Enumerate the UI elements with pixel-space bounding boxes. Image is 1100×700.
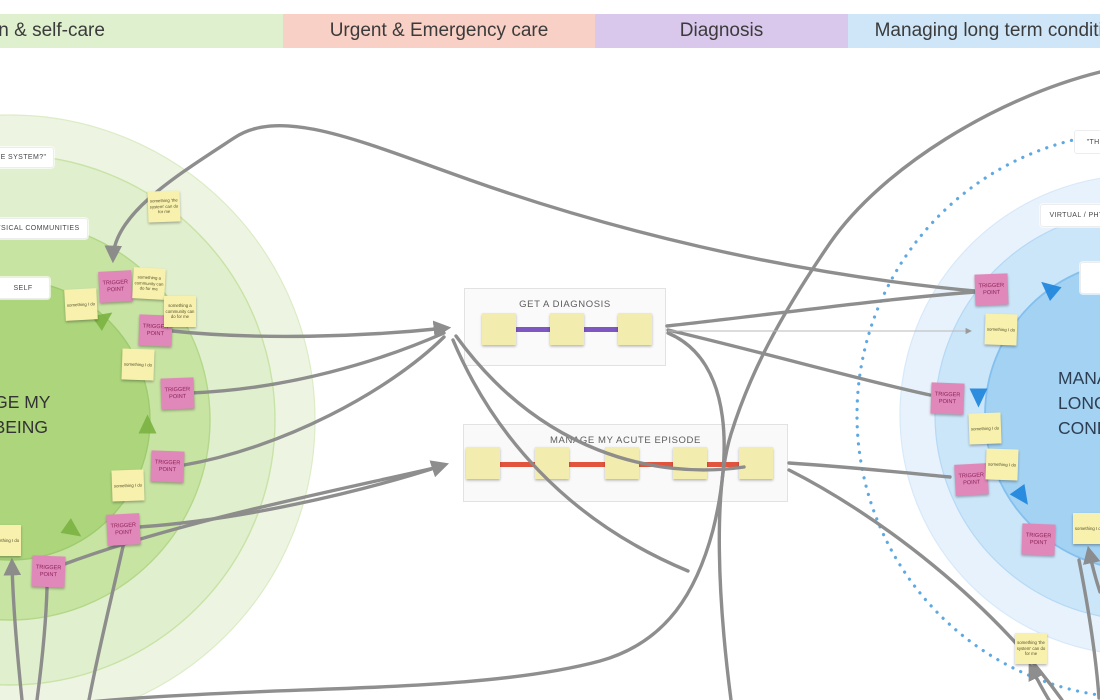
connector-loop-lower-right-2 [454,334,746,472]
ido-sticky[interactable]: something I do [984,313,1018,346]
trigger-point-sticky[interactable]: TRIGGER POINT [31,555,66,588]
stage-band-1[interactable]: Prevention & self-care [0,14,283,48]
diagnosis-step-sticky[interactable] [482,313,516,345]
ring-label[interactable]: "THE SYSTEM?" [1074,130,1100,154]
trigger-point-sticky[interactable]: TRIGGER POINT [1021,523,1056,556]
connector-diagnosis-to-right-trigger [665,290,978,328]
stage-band-label: Urgent & Emergency care [329,20,549,41]
ring-label[interactable]: VIRTUAL / PHYSICAL COMMUNITIES [1040,204,1100,227]
green-flow-arrow [138,414,157,434]
connector-trigger-down-left [87,540,126,700]
acute-episode-box-title: MANAGE MY ACUTE EPISODE [550,435,701,446]
ltc-circle-title: MANAGE MYLONG TERMCONDITION [1058,368,1100,438]
ido-sticky[interactable]: something I do [0,525,21,556]
ring-label[interactable]: "THE SYSTEM?" [0,147,54,168]
ido-sticky[interactable]: something I do [968,412,1002,445]
ido-sticky[interactable]: something I do [985,448,1019,481]
trigger-point-sticky[interactable]: TRIGGER POINT [974,273,1009,306]
trigger-point-sticky[interactable]: TRIGGER POINT [954,463,989,496]
connector-arrow-up-right-edge [1083,545,1100,594]
stage-band-3[interactable]: Diagnosis [595,14,848,48]
ido-sticky[interactable]: something I do [64,288,98,321]
connector-diagnosis-down-left-swoosh [92,331,726,700]
ring-label[interactable]: SELF [0,277,50,299]
ido-sticky[interactable]: something I do [1073,513,1100,544]
trigger-point-sticky[interactable]: TRIGGER POINT [98,270,133,303]
ring-label[interactable] [1080,262,1100,294]
connector-loop-lower-right-1 [451,338,690,573]
ido-sticky[interactable]: something I do [111,469,145,502]
stage-band-2[interactable]: Urgent & Emergency care [283,14,595,48]
connector-into-diagnosis-1 [170,320,452,339]
diagnosis-step-sticky[interactable] [550,313,584,345]
connector-into-acute-1 [137,460,450,529]
stage-band-label: Diagnosis [679,20,764,41]
diagnosis-box[interactable]: GET A DIAGNOSIS [464,288,666,366]
connector-into-diagnosis-3 [182,335,446,467]
trigger-point-sticky[interactable]: TRIGGER POINT [106,513,141,546]
stage-band-4[interactable]: Managing long term conditions [848,14,1100,48]
system-sticky[interactable]: something 'the system' can do for me [1015,633,1047,664]
acute-step-sticky[interactable] [466,447,500,479]
community-sticky[interactable]: something a community can do for me [132,267,166,300]
acute-episode-box[interactable]: MANAGE MY ACUTE EPISODE [463,424,788,502]
acute-step-sticky[interactable] [739,447,773,479]
ring-label[interactable]: VIRTUAL / PHYSICAL COMMUNITIES [0,218,88,239]
diagnosis-box-title: GET A DIAGNOSIS [519,299,611,310]
connector-right-edge-down [1077,558,1100,700]
trigger-point-sticky[interactable]: TRIGGER POINT [930,382,965,415]
connector-arrow-up-bottom-right [1028,662,1051,700]
connector-arrow-up-bottom-left [3,557,24,700]
community-sticky[interactable]: something a community can do for me [164,296,196,327]
connector-into-acute-2 [60,464,445,567]
system-sticky[interactable]: something 'the system' can do for me [147,190,181,223]
stage-band-label: Managing long term conditions [874,20,1100,41]
connector-bottomleft-to-trigger [35,586,49,700]
trigger-point-sticky[interactable]: TRIGGER POINT [160,377,195,410]
connector-right-trigger-to-left-trigger [104,124,988,294]
trigger-point-sticky[interactable]: TRIGGER POINT [150,450,185,483]
connector-acute-to-right-trigger3 [787,461,952,479]
blue-flow-arrow [969,388,988,408]
journey-stage-header: Prevention & self-care Urgent & Emergency… [0,0,1100,48]
ido-sticky[interactable]: something I do [121,348,155,381]
connector-into-diagnosis-2 [189,331,446,395]
wellbeing-circle-title: MANAGE MYWELLBEING [0,392,51,437]
connector-diagnosis-to-right-trigger2 [666,328,932,397]
acute-step-sticky[interactable] [673,447,707,479]
stage-band-label: Prevention & self-care [0,20,105,41]
connector-topright-sweep-down [717,70,1100,700]
diagnosis-step-sticky[interactable] [618,313,652,345]
